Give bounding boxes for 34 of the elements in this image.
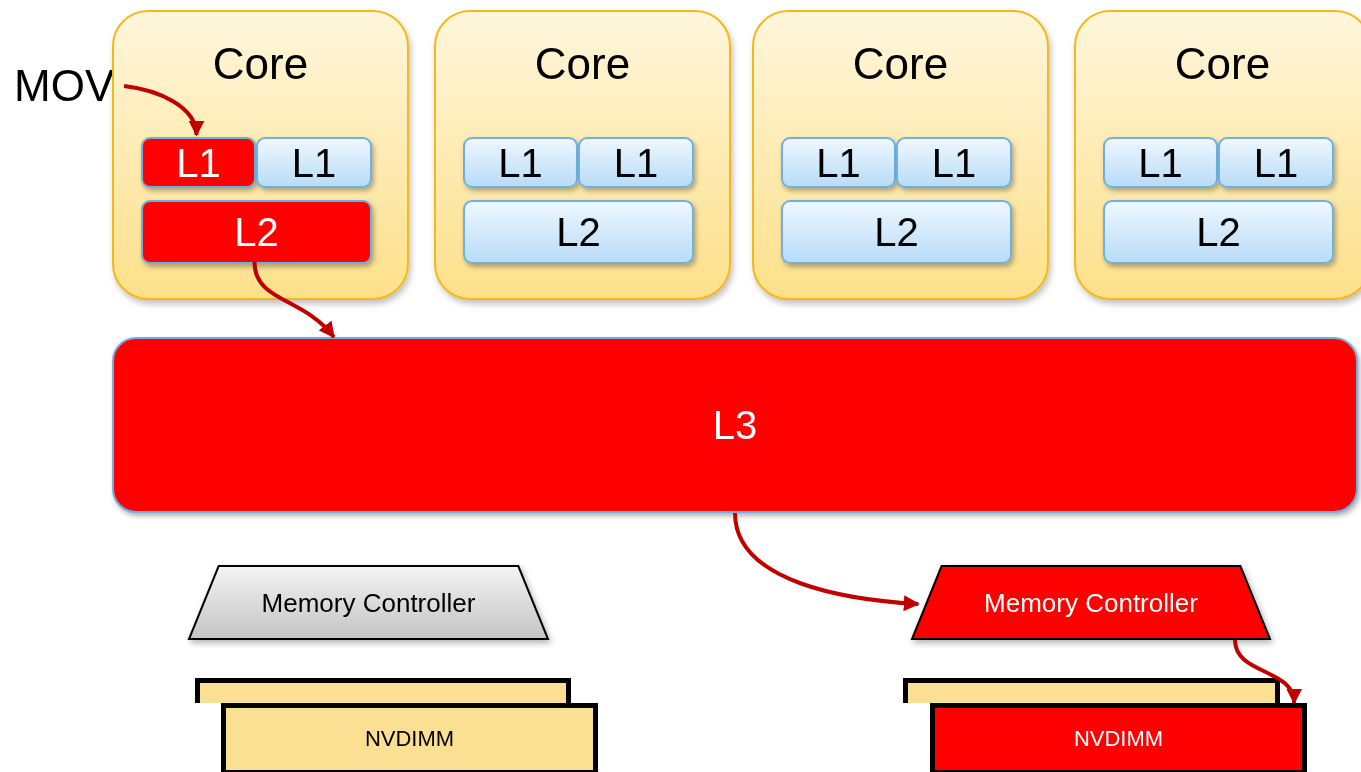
cache-block: L3	[112, 337, 1358, 513]
cache-block: L1	[781, 137, 896, 188]
core-box	[1074, 10, 1361, 300]
cache-block: L1	[141, 137, 256, 188]
memory-module-card: NVDIMM	[930, 703, 1307, 772]
core-title: Core	[852, 42, 949, 86]
cache-block: L1	[463, 137, 578, 188]
core-box	[112, 10, 409, 300]
curved-arrow	[1233, 639, 1300, 705]
memory-module-card	[903, 678, 1280, 703]
core-box	[434, 10, 731, 300]
cache-block: L2	[781, 200, 1012, 264]
core-box	[752, 10, 1049, 300]
curved-arrow	[733, 512, 920, 611]
memory-module-card	[195, 678, 571, 703]
memory-controller-trapezoid	[911, 565, 1271, 640]
curved-arrow	[252, 261, 336, 339]
cache-block: L2	[141, 200, 372, 264]
core-title: Core	[212, 42, 309, 86]
controller-label: Memory Controller	[984, 589, 1198, 616]
cache-block: L1	[1103, 137, 1218, 188]
cache-block: L2	[1103, 200, 1334, 264]
memory-module-card: NVDIMM	[221, 703, 598, 772]
instruction-label: MOV	[14, 58, 124, 114]
core-title: Core	[534, 42, 631, 86]
cache-block: L1	[256, 137, 372, 188]
cache-block: L1	[1218, 137, 1334, 188]
cache-block: L1	[578, 137, 694, 188]
memory-controller-trapezoid	[188, 565, 549, 640]
cache-block: L1	[896, 137, 1012, 188]
curved-arrow	[123, 84, 203, 137]
core-title: Core	[1174, 42, 1271, 86]
cache-block: L2	[463, 200, 694, 264]
controller-label: Memory Controller	[261, 589, 476, 616]
